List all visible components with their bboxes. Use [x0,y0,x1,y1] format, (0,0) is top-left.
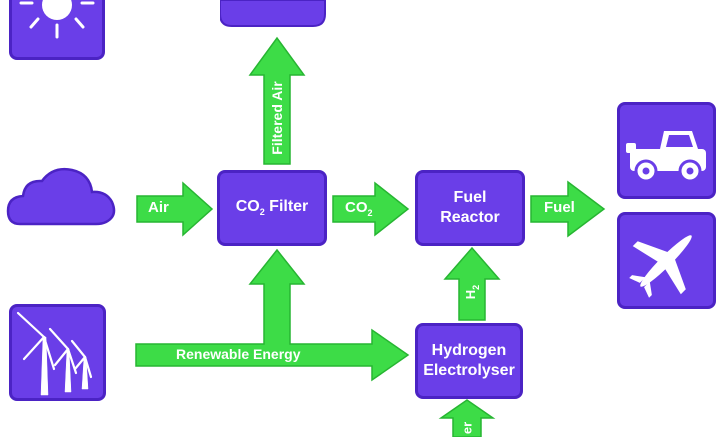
fuel-reactor-line1: Fuel [453,189,487,206]
co2-arrow-label-sub: 2 [367,208,373,218]
co2-arrow-label: CO2 [345,199,373,218]
sky-cloud-icon [220,0,326,27]
co2-arrow-label-main: CO [345,199,368,216]
filtered-air-arrow [248,36,306,165]
car-icon [626,131,706,183]
fuel-reactor-line2: Reactor [440,209,500,226]
airplane-icon [629,235,692,298]
fuel-reactor-box: Fuel Reactor [415,170,525,246]
co2-filter-box: CO2 Filter [217,170,327,246]
co2-filter-label-main: CO [235,198,260,216]
airplane-icon-box [617,212,716,309]
hydrogen-electrolyser-box: Hydrogen Electrolyser [415,323,523,399]
h2-arrow [443,246,501,321]
fuel-arrow-label: Fuel [544,199,575,216]
filtered-air-arrow-label: Filtered Air [269,81,285,155]
cloud-icon [6,167,116,226]
hydrogen-electrolyser-line2: Electrolyser [423,362,515,379]
wind-turbine-icon [16,311,93,396]
sun-icon [19,0,95,39]
air-arrow-label: Air [148,199,169,216]
sun-icon-box [9,0,105,60]
renewable-energy-arrow-label: Renewable Energy [176,346,301,362]
co2-filter-label-sub: 2 [259,207,265,218]
renewable-energy-arrow [135,248,410,382]
water-arrow-label: er [459,421,475,435]
hydrogen-electrolyser-line1: Hydrogen [431,342,507,359]
h2-arrow-label-sub: 2 [470,284,481,290]
car-icon-box [617,102,716,199]
co2-filter-label-tail: Filter [264,198,309,216]
air-arrow [136,181,214,237]
h2-arrow-label: H2 [463,285,481,299]
h2-arrow-label-main: H [463,289,479,300]
co2-filter-label: CO2 Filter [236,197,309,218]
wind-turbine-icon-box [9,304,106,401]
fuel-arrow [530,180,606,238]
water-arrow [438,399,496,437]
co2-arrow [332,181,410,237]
